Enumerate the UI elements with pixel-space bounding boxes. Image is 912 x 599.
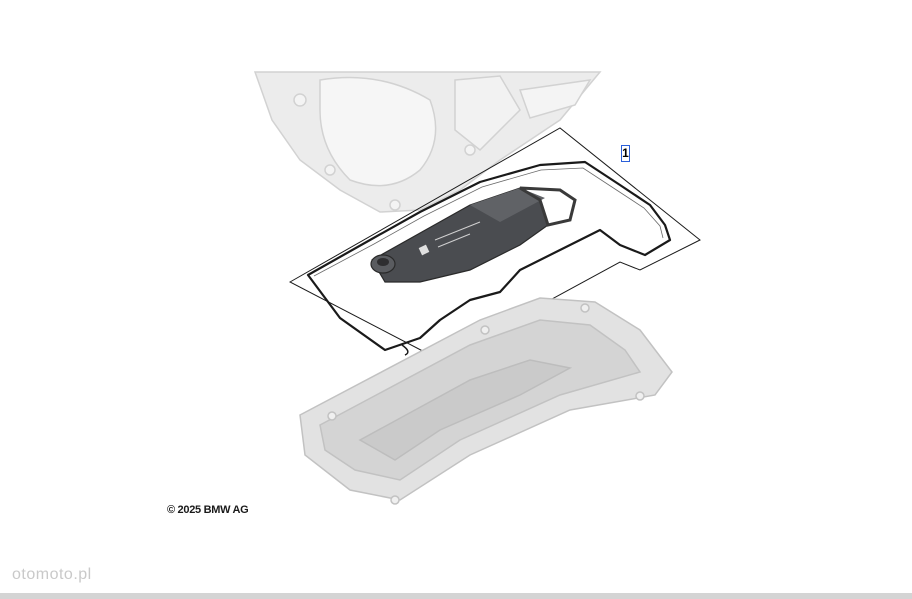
oil-pan-gasket — [306, 160, 672, 356]
bottom-bar — [0, 593, 912, 599]
oil-filter-strainer — [370, 186, 577, 283]
transmission-housing — [253, 71, 602, 213]
oil-pan — [299, 297, 673, 505]
watermark-text: otomoto.pl — [12, 566, 92, 583]
copyright-text: © 2025 BMW AG — [167, 504, 249, 516]
callout-label-1[interactable]: 1 — [621, 145, 630, 162]
